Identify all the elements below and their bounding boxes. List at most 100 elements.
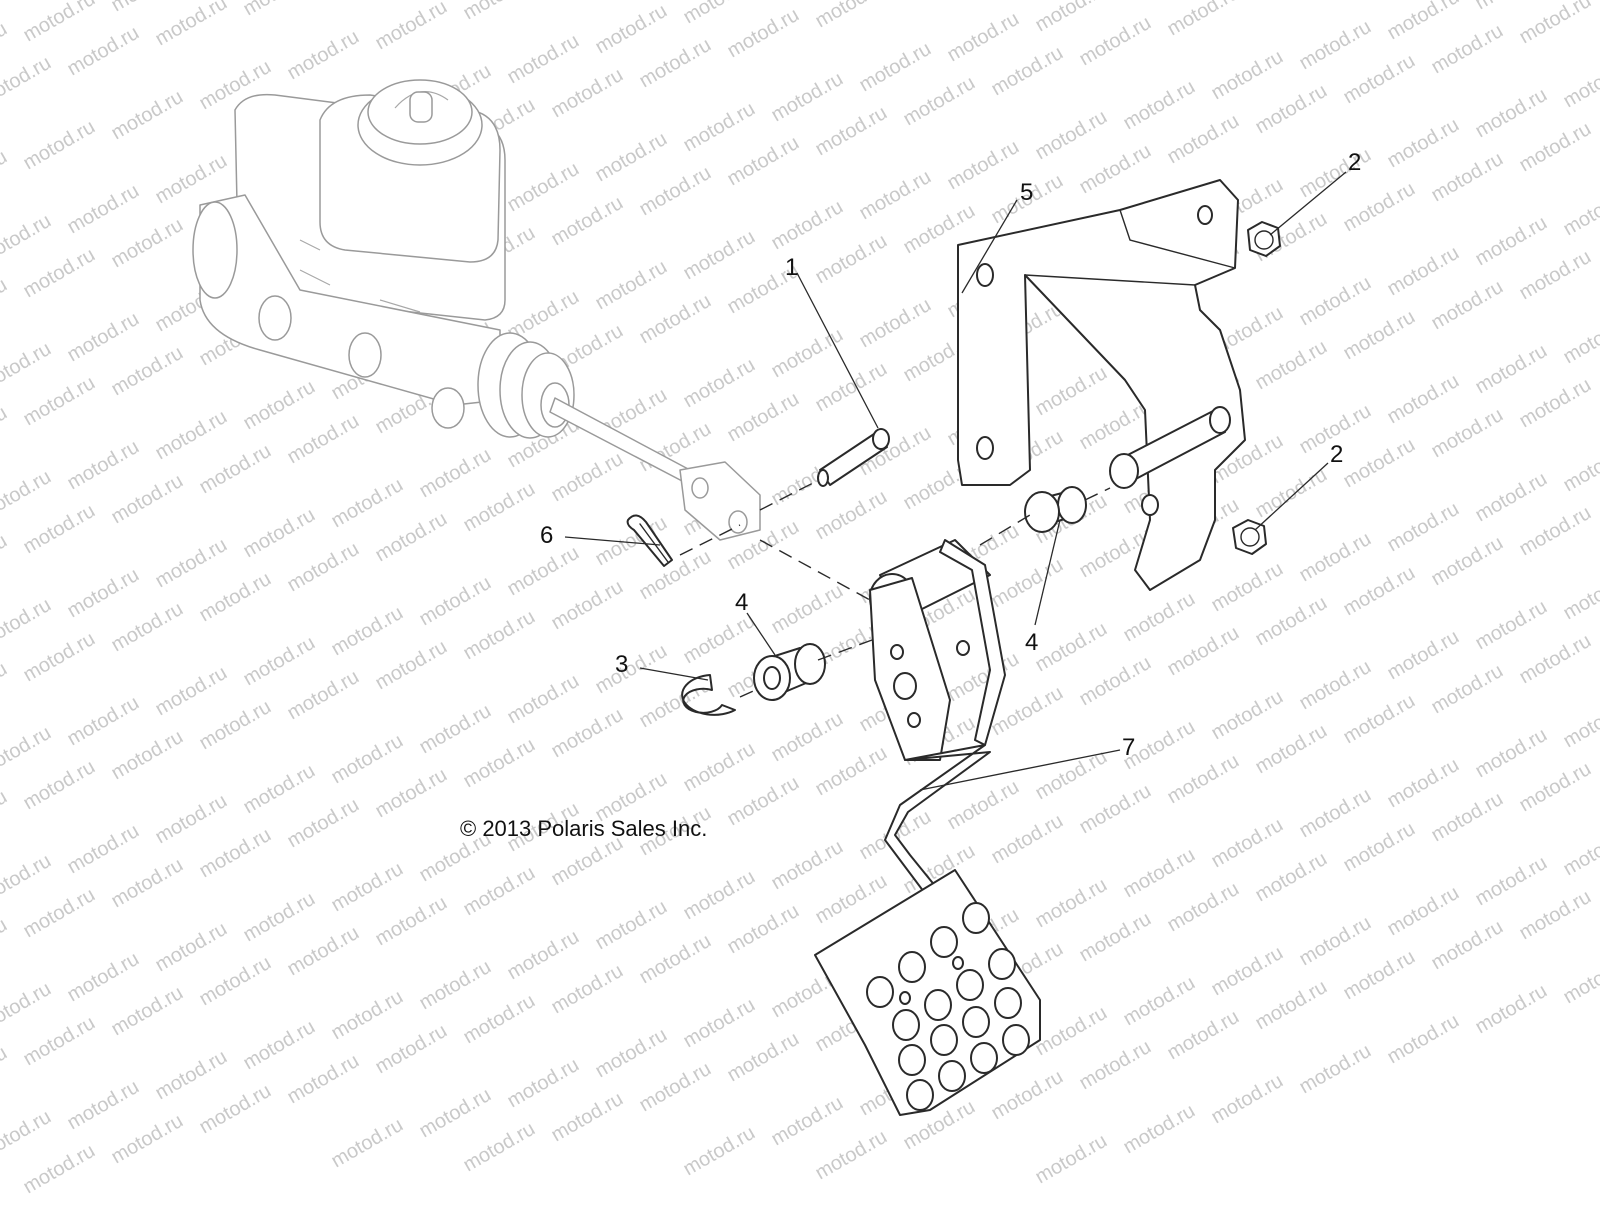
watermark-text: motod.ru: [1296, 528, 1375, 587]
watermark-text: motod.ru: [0, 978, 55, 1037]
watermark-text: motod.ru: [1428, 788, 1507, 847]
watermark-text: motod.ru: [1120, 1100, 1199, 1159]
watermark-text: motod.ru: [548, 448, 627, 507]
watermark-text: motod.ru: [1120, 972, 1199, 1031]
watermark-text: motod.ru: [284, 794, 363, 853]
watermark-text: motod.ru: [460, 0, 539, 24]
watermark-text: motod.ru: [1560, 310, 1600, 369]
watermark-text: motod.ru: [1560, 822, 1600, 881]
watermark-text: motod.ru: [0, 146, 11, 205]
watermark-text: motod.ru: [548, 576, 627, 635]
watermark-text: motod.ru: [548, 1088, 627, 1147]
watermark-text: motod.ru: [460, 862, 539, 921]
watermark-text: motod.ru: [1516, 886, 1595, 945]
watermark-text: motod.ru: [1472, 468, 1551, 527]
callout-5: 5: [1020, 179, 1033, 206]
watermark-text: motod.ru: [328, 1114, 407, 1173]
watermark-text: motod.ru: [1208, 1070, 1287, 1129]
watermark-text: motod.ru: [1252, 976, 1331, 1035]
watermark-text: motod.ru: [548, 64, 627, 123]
watermark-text: motod.ru: [1120, 76, 1199, 135]
watermark-text: motod.ru: [504, 926, 583, 985]
watermark-text: motod.ru: [0, 18, 11, 77]
watermark-text: motod.ru: [1560, 182, 1600, 241]
watermark-text: motod.ru: [0, 530, 11, 589]
watermark-text: motod.ru: [1560, 566, 1600, 625]
watermark-text: motod.ru: [108, 726, 187, 785]
watermark-text: motod.ru: [1032, 0, 1111, 36]
watermark-text: motod.ru: [812, 742, 891, 801]
watermark-text: motod.ru: [812, 358, 891, 417]
watermark-text: motod.ru: [20, 1140, 99, 1199]
watermark-text: motod.ru: [1164, 0, 1243, 40]
watermark-text: motod.ru: [416, 1084, 495, 1143]
watermark-text: motod.ru: [0, 658, 11, 717]
watermark-text: motod.ru: [548, 192, 627, 251]
watermark-text: motod.ru: [1164, 1006, 1243, 1065]
watermark-text: motod.ru: [240, 0, 319, 20]
watermark-text: motod.ru: [724, 900, 803, 959]
watermark-text: motod.ru: [768, 68, 847, 127]
watermark-text: motod.ru: [0, 850, 55, 909]
watermark-text: motod.ru: [1076, 12, 1155, 71]
watermark-text: motod.ru: [592, 128, 671, 187]
watermark-text: motod.ru: [0, 914, 11, 973]
watermark-text: motod.ru: [1252, 336, 1331, 395]
watermark-text: motod.ru: [64, 180, 143, 239]
watermark-text: motod.ru: [1472, 340, 1551, 399]
part-4-bushing-left: [754, 644, 825, 700]
watermark-text: motod.ru: [1428, 276, 1507, 335]
watermark-text: motod.ru: [64, 692, 143, 751]
watermark-text: motod.ru: [372, 764, 451, 823]
watermark-text: motod.ru: [768, 324, 847, 383]
watermark-text: motod.ru: [1516, 502, 1595, 561]
callout-4-left: 4: [735, 589, 748, 616]
watermark-text: motod.ru: [944, 776, 1023, 835]
watermark-text: motod.ru: [1384, 0, 1463, 44]
watermark-text: motod.ru: [0, 402, 11, 461]
watermark-text: motod.ru: [64, 948, 143, 1007]
watermark-text: motod.ru: [1340, 562, 1419, 621]
watermark-text: motod.ru: [284, 26, 363, 85]
watermark-text: motod.ru: [328, 474, 407, 533]
watermark-text: motod.ru: [108, 0, 187, 16]
watermark-text: motod.ru: [1472, 596, 1551, 655]
watermark-text: motod.ru: [284, 538, 363, 597]
watermark-text: motod.ru: [680, 1122, 759, 1181]
watermark-text: motod.ru: [196, 568, 275, 627]
watermark-text: motod.ru: [1296, 912, 1375, 971]
watermark-text: motod.ru: [1340, 178, 1419, 237]
watermark-text: motod.ru: [372, 892, 451, 951]
watermark-text: motod.ru: [152, 406, 231, 465]
watermark-text: motod.ru: [240, 1016, 319, 1075]
watermark-text: motod.ru: [900, 72, 979, 131]
watermark-text: motod.ru: [1384, 626, 1463, 685]
watermark-text: motod.ru: [1296, 784, 1375, 843]
watermark-text: motod.ru: [196, 824, 275, 883]
watermark-text: motod.ru: [108, 342, 187, 401]
watermark-text: motod.ru: [64, 564, 143, 623]
watermark-text: motod.ru: [504, 542, 583, 601]
watermark-text: motod.ru: [1296, 16, 1375, 75]
watermark-text: motod.ru: [284, 922, 363, 981]
watermark-text: motod.ru: [64, 436, 143, 495]
watermark-text: motod.ru: [680, 226, 759, 285]
watermark-text: motod.ru: [1164, 110, 1243, 169]
watermark-text: motod.ru: [636, 290, 715, 349]
watermark-text: motod.ru: [504, 158, 583, 217]
watermark-text: motod.ru: [1428, 404, 1507, 463]
callout-2-bottom: 2: [1330, 441, 1343, 468]
watermark-text: motod.ru: [812, 1126, 891, 1185]
watermark-text: motod.ru: [812, 102, 891, 161]
watermark-text: motod.ru: [1164, 750, 1243, 809]
watermark-text: motod.ru: [680, 98, 759, 157]
watermark-text: motod.ru: [1340, 306, 1419, 365]
watermark-text: motod.ru: [1120, 588, 1199, 647]
watermark-text: motod.ru: [1384, 1010, 1463, 1069]
watermark-text: motod.ru: [1032, 618, 1111, 677]
watermark-text: motod.ru: [1252, 592, 1331, 651]
watermark-text: motod.ru: [636, 546, 715, 605]
watermark-text: motod.ru: [108, 214, 187, 273]
watermark-text: motod.ru: [1428, 148, 1507, 207]
